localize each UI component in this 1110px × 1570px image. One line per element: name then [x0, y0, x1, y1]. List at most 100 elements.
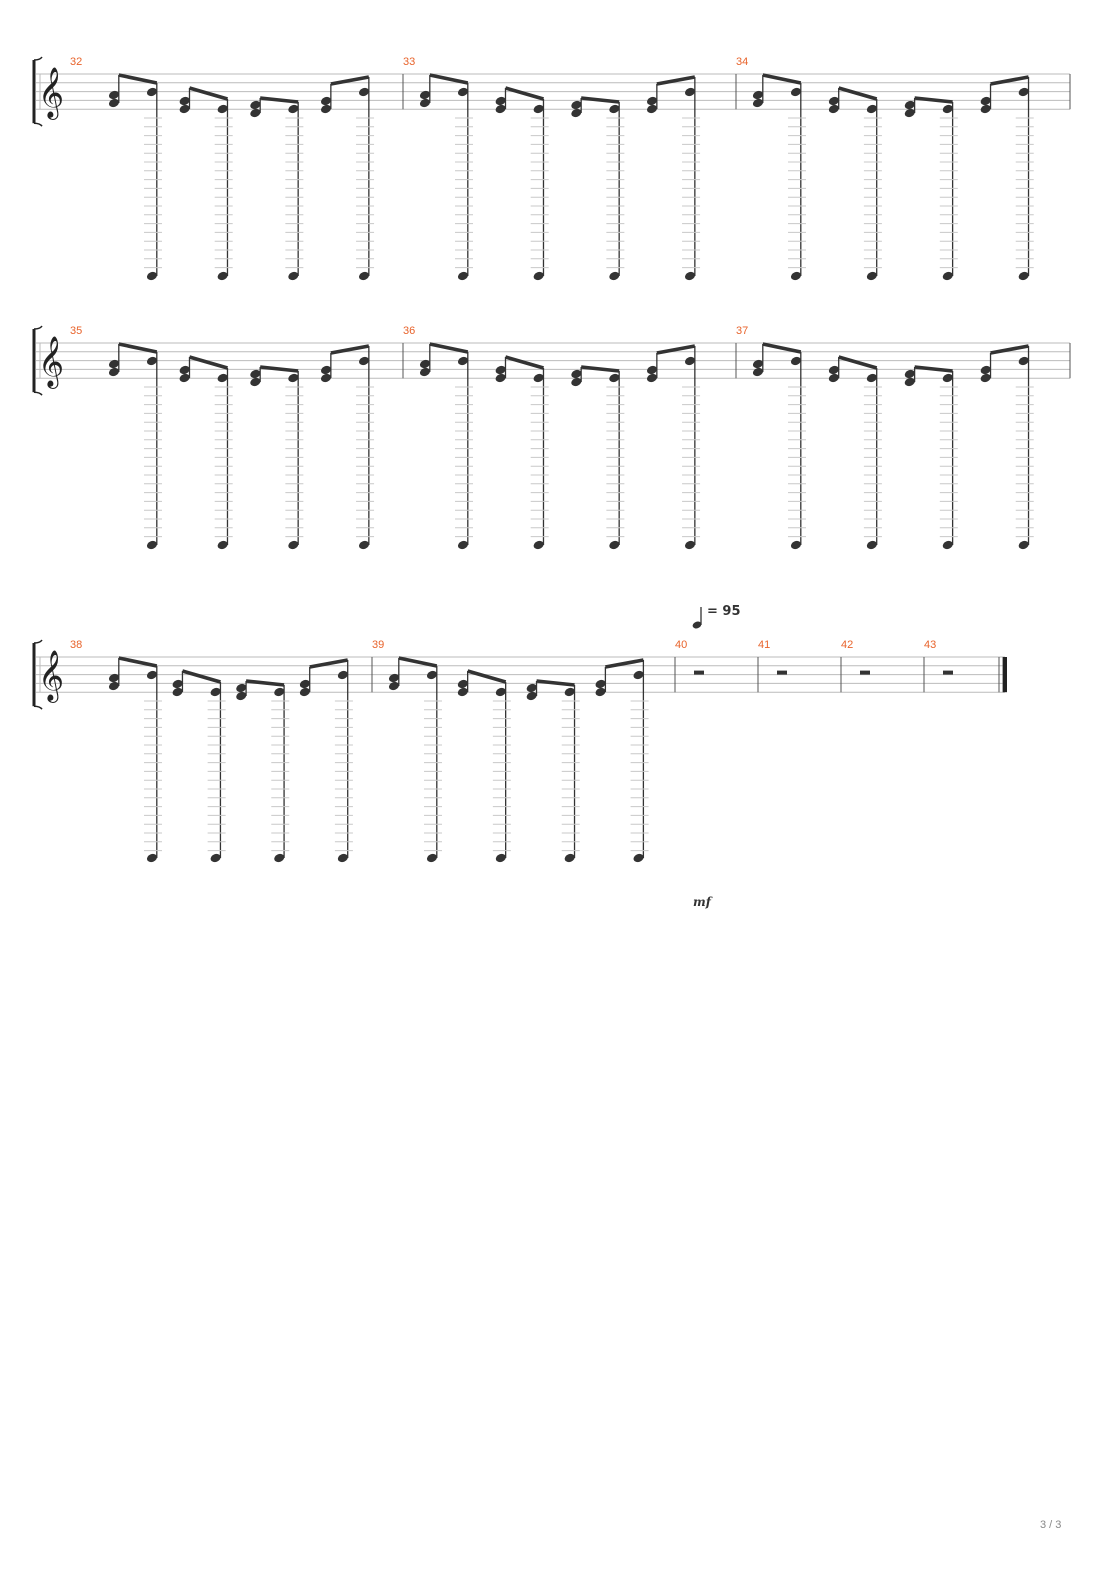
beam	[536, 679, 575, 687]
note-head	[359, 87, 370, 97]
note-head	[980, 373, 991, 383]
note-head	[108, 90, 120, 100]
note-head	[288, 373, 299, 383]
dynamic-marking: mf	[693, 895, 713, 909]
note-head	[457, 687, 468, 697]
tempo-marking: = 95	[707, 604, 741, 619]
note-head	[321, 373, 332, 383]
system-bracket-hook	[33, 639, 43, 710]
note-head	[457, 356, 469, 366]
note-head	[790, 271, 802, 281]
note-head	[866, 373, 877, 383]
note-head	[495, 104, 506, 114]
note-head	[426, 853, 438, 863]
note-head	[288, 104, 299, 114]
note-head	[337, 853, 348, 863]
beam	[656, 75, 696, 86]
note-head	[609, 373, 620, 383]
beam	[245, 679, 285, 687]
note-head	[321, 104, 332, 114]
measure-number: 43	[924, 639, 936, 651]
note-head	[457, 540, 469, 550]
note-head	[647, 104, 658, 114]
beam	[504, 86, 544, 101]
note-head	[942, 373, 953, 383]
note-head	[752, 98, 764, 108]
note-head	[866, 104, 877, 114]
note-head	[146, 356, 158, 366]
measure-number: 42	[841, 639, 853, 651]
note-head	[250, 100, 261, 110]
note-head	[609, 540, 620, 550]
note-head	[210, 853, 221, 863]
note-head	[108, 359, 120, 369]
note-head	[359, 271, 370, 281]
note-head	[828, 365, 839, 375]
half-rest	[860, 670, 870, 675]
note-head	[609, 271, 620, 281]
note-head	[752, 90, 764, 100]
note-head	[299, 687, 310, 697]
treble-clef-icon: 𝄞	[38, 336, 64, 389]
note-head	[250, 369, 261, 379]
measure-number: 40	[675, 639, 687, 651]
note-head	[217, 540, 228, 550]
note-head	[274, 687, 285, 697]
measure-number: 32	[70, 56, 82, 68]
note-head	[146, 540, 158, 550]
half-rest	[943, 670, 953, 675]
beam	[330, 344, 370, 355]
note-head	[942, 271, 953, 281]
note-head	[495, 853, 506, 863]
note-head	[236, 691, 247, 701]
note-head	[419, 367, 431, 377]
note-head	[210, 687, 221, 697]
beam	[504, 355, 544, 370]
note-head	[564, 853, 575, 863]
note-head	[179, 365, 190, 375]
measure-number: 36	[403, 325, 415, 337]
beam	[762, 342, 802, 354]
note-head	[217, 271, 228, 281]
beam	[838, 86, 878, 101]
note-head	[790, 540, 802, 550]
note-head	[647, 96, 658, 106]
note-head	[250, 108, 261, 118]
note-head	[388, 681, 400, 691]
beam	[188, 355, 228, 370]
half-rest	[777, 670, 787, 675]
beam	[580, 96, 620, 104]
note-head	[609, 104, 620, 114]
note-head	[388, 673, 400, 683]
note-head	[457, 271, 469, 281]
note-head	[359, 356, 370, 366]
half-rest	[694, 670, 704, 675]
beam	[118, 342, 158, 354]
measure-number: 33	[403, 56, 415, 68]
beam	[838, 355, 878, 370]
note-head	[1018, 87, 1029, 97]
note-head	[495, 687, 506, 697]
note-head	[790, 87, 802, 97]
note-head	[321, 365, 332, 375]
note-head	[866, 540, 877, 550]
note-head	[419, 90, 431, 100]
note-head	[942, 104, 953, 114]
note-head	[419, 359, 431, 369]
note-head	[146, 87, 158, 97]
measure-number: 37	[736, 325, 748, 337]
note-head	[179, 373, 190, 383]
measure-number: 39	[372, 639, 384, 651]
note-head	[980, 96, 991, 106]
note-head	[526, 683, 537, 693]
final-barline	[1003, 657, 1007, 693]
beam	[259, 96, 299, 104]
note-head	[217, 104, 228, 114]
note-head	[633, 853, 644, 863]
note-head	[533, 373, 544, 383]
note-head	[108, 367, 120, 377]
beam	[398, 656, 438, 668]
note-head	[146, 670, 158, 680]
